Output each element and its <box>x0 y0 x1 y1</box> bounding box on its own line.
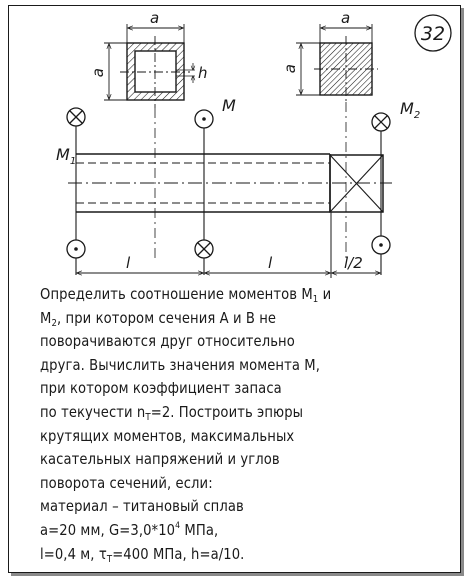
problem-number-badge: 32 <box>414 14 452 52</box>
dim-a-top-right: a <box>341 9 350 27</box>
text-line-1: Определить соотношение моментов M1 и <box>40 285 332 305</box>
moment-m2-marker-bottom <box>371 235 391 255</box>
dim-h: h <box>198 64 208 82</box>
shaft <box>68 153 392 213</box>
text-line-9: поворота сечений, если: <box>40 473 213 492</box>
problem-statement: Определить соотношение моментов M1 и M2,… <box>40 283 388 566</box>
text-line-8: касательных напряжений и углов <box>40 450 280 469</box>
text-line-5: при котором коэффициент запаса <box>40 379 282 398</box>
label-m: M <box>222 96 236 115</box>
text-line-4: друга. Вычислить значения момента M, <box>40 355 320 374</box>
label-m2-main: M <box>400 99 414 118</box>
length-dimensions: l l l/2 <box>77 212 380 278</box>
moment-m1-marker <box>66 107 86 127</box>
text-line-7: крутящих моментов, максимальных <box>40 426 295 445</box>
dim-a-top-left: a <box>150 9 159 27</box>
moment-m-marker <box>194 109 214 129</box>
dim-l-2: l <box>268 254 273 272</box>
label-m2-sub: 2 <box>414 110 420 121</box>
dim-l-half: l/2 <box>344 254 363 272</box>
moment-m1-marker-bottom <box>66 239 86 259</box>
problem-frame <box>8 5 461 573</box>
text-line-12: l=0,4 м, τТ=400 МПа, h=a/10. <box>40 544 245 565</box>
text-line-11: a=20 мм, G=3,0*104 МПа, <box>40 520 219 539</box>
text-line-10: материал – титановый сплав <box>40 497 244 516</box>
solid-square-section: a a <box>281 9 378 102</box>
text-line-2: M2, при котором сечения A и B не <box>40 308 277 329</box>
text-line-6: по текучести nТ=2. Построить эпюры <box>40 402 304 423</box>
moment-m2-marker <box>371 112 391 132</box>
label-m1-main: M <box>56 145 70 164</box>
problem-number: 32 <box>421 23 445 45</box>
text-line-3: поворачиваются друг относительно <box>40 332 295 351</box>
dim-a-side-right: a <box>281 64 299 73</box>
label-m1: M1 <box>56 145 76 167</box>
dim-l-1: l <box>126 254 131 272</box>
label-m2: M2 <box>400 99 420 121</box>
label-m1-sub: 1 <box>70 156 76 167</box>
hollow-square-section: a a h <box>89 9 208 108</box>
moment-m-marker-bottom <box>194 239 214 259</box>
dim-a-side-left: a <box>89 68 107 77</box>
